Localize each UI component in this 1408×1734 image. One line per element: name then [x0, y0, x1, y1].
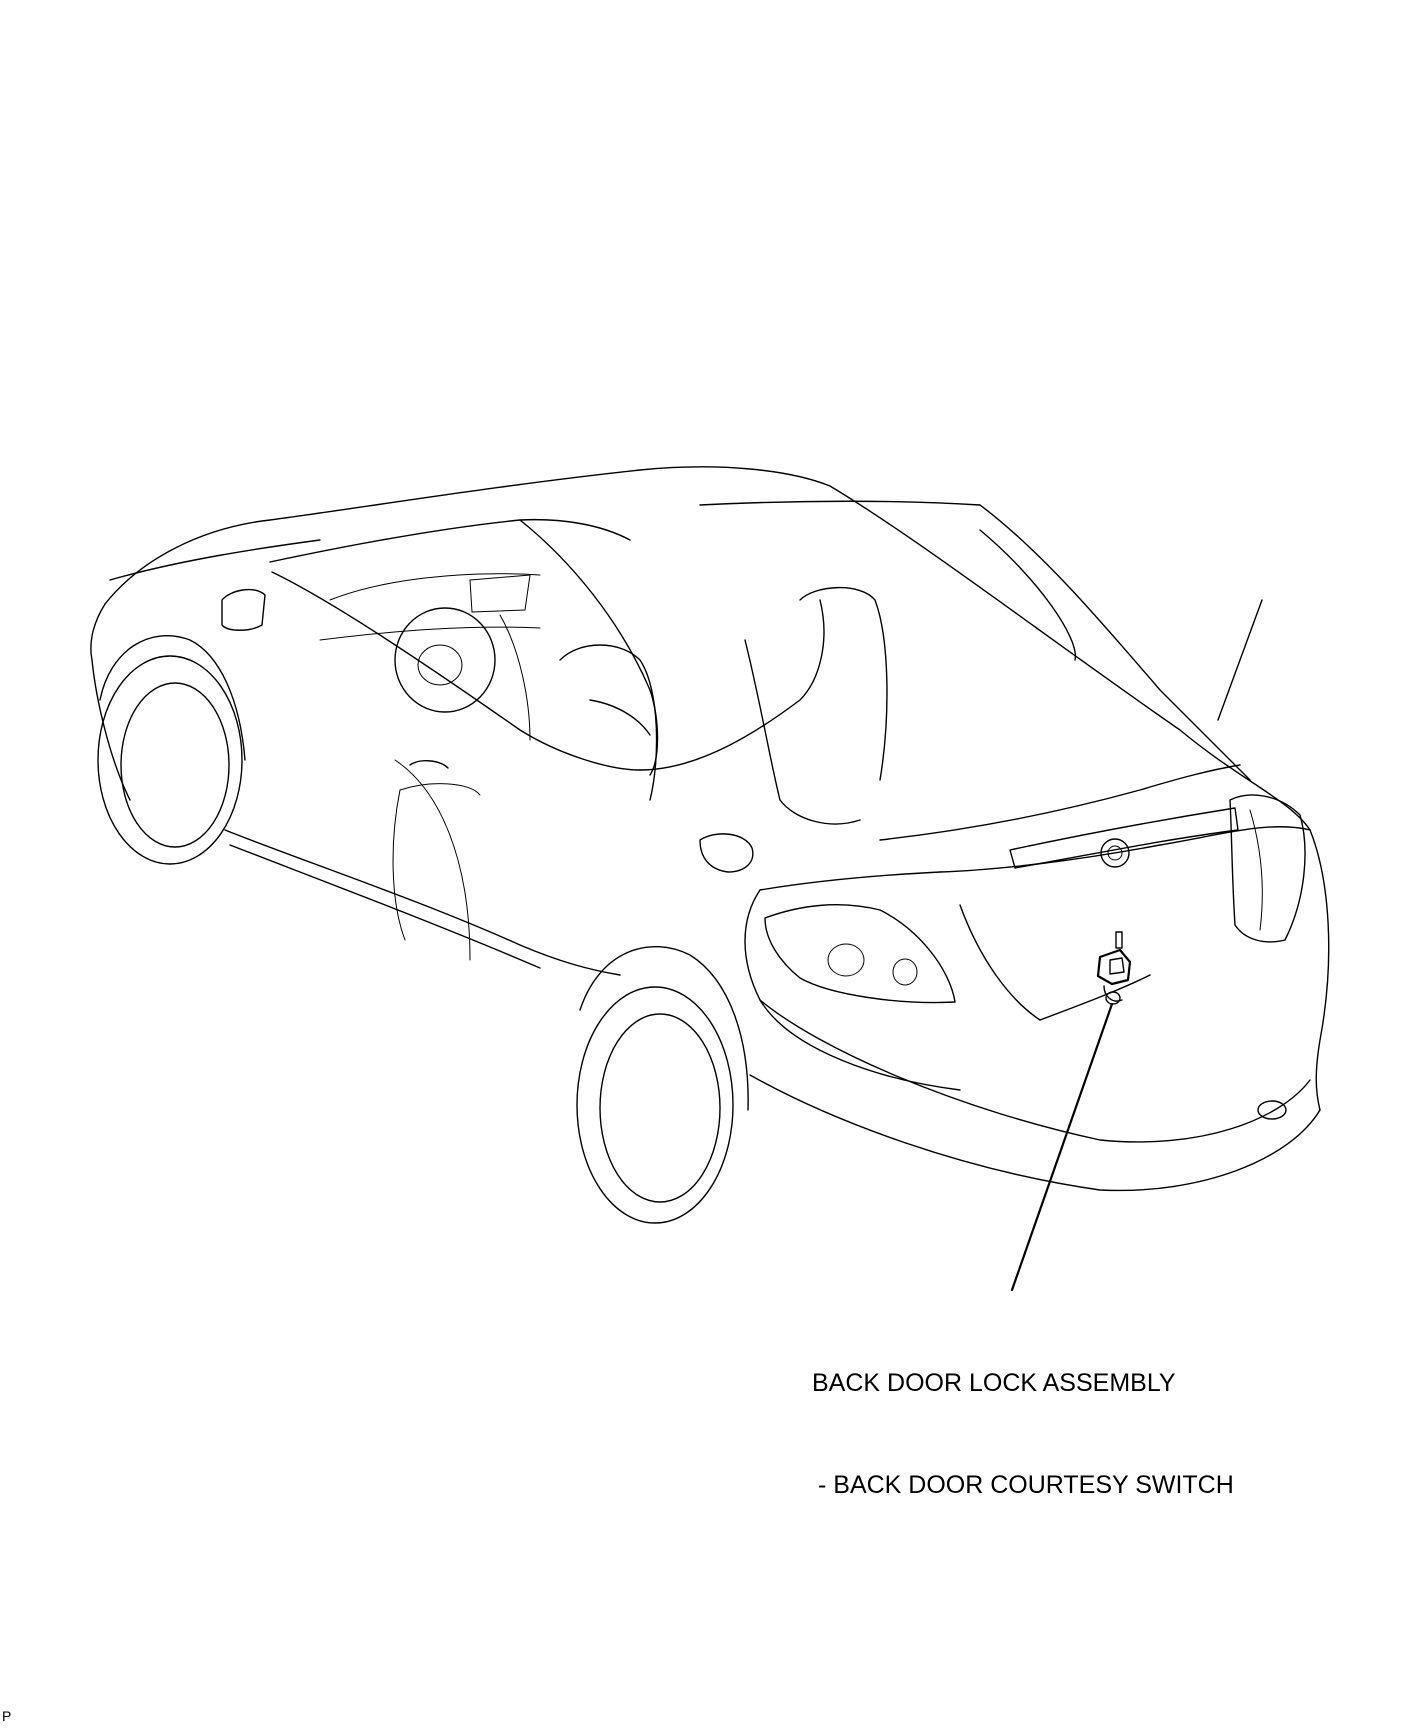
tail-lamps [764, 794, 1306, 1004]
callout-line-2: - BACK DOOR COURTESY SWITCH [818, 1471, 1234, 1499]
front-wheel [97, 635, 246, 865]
corner-mark: P [2, 1708, 12, 1724]
part-callout-label: BACK DOOR LOCK ASSEMBLY - BACK DOOR COUR… [812, 1298, 1234, 1536]
back-door-lock-assembly [1096, 931, 1132, 1005]
callout-leader-line [1010, 1002, 1114, 1292]
rear-wheel [576, 946, 749, 1224]
interior [221, 573, 1263, 961]
car-body [90, 466, 1330, 1192]
callout-line-1: BACK DOOR LOCK ASSEMBLY [812, 1369, 1176, 1397]
trunk-garnish [1009, 807, 1239, 869]
